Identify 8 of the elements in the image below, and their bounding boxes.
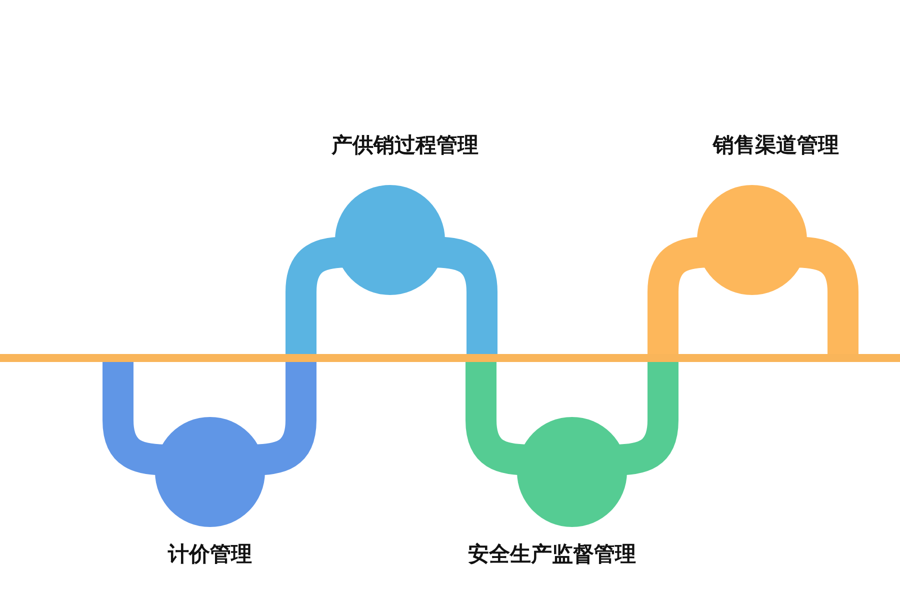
node-label: 销售渠道管理 <box>713 132 839 159</box>
node-label: 计价管理 <box>168 541 252 568</box>
node-label: 产供销过程管理 <box>332 132 478 159</box>
node-label: 安全生产监督管理 <box>468 541 636 568</box>
circle-node <box>697 185 807 295</box>
circle-node <box>517 417 627 527</box>
circle-node <box>155 417 265 527</box>
circle-node <box>335 185 445 295</box>
